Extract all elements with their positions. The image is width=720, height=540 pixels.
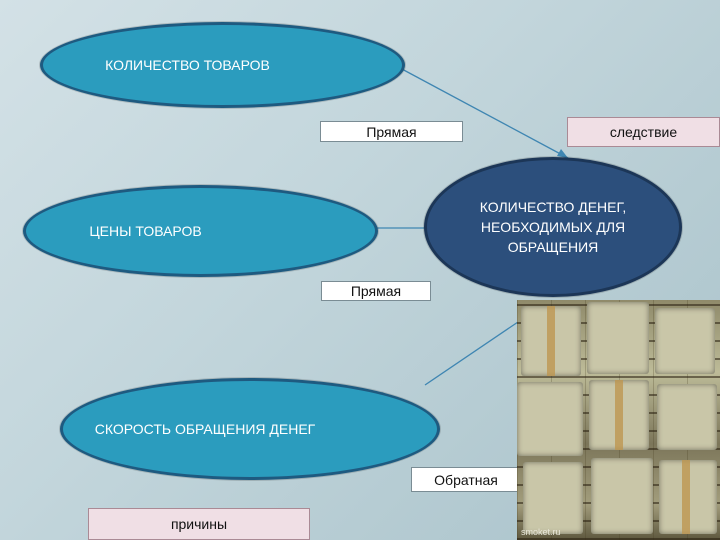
node-money-velocity: СКОРОСТЬ ОБРАЩЕНИЯ ДЕНЕГ [60, 378, 440, 480]
label-inverse: Обратная [411, 467, 521, 492]
node-money-needed: КОЛИЧЕСТВО ДЕНЕГ, НЕОБХОДИМЫХ ДЛЯ ОБРАЩЕ… [424, 157, 682, 297]
label-direct-2: Прямая [321, 281, 431, 301]
node-money-velocity-label: СКОРОСТЬ ОБРАЩЕНИЯ ДЕНЕГ [94, 421, 316, 437]
node-money-needed-label: КОЛИЧЕСТВО ДЕНЕГ, НЕОБХОДИМЫХ ДЛЯ ОБРАЩЕ… [479, 199, 627, 255]
label-causes: причины [88, 508, 310, 540]
connector-velocity-to-money [424, 321, 519, 386]
photo-watermark: smoket.ru [521, 527, 561, 537]
node-goods-quantity: КОЛИЧЕСТВО ТОВАРОВ [40, 22, 405, 108]
label-consequence: следствие [567, 117, 720, 147]
connector-arrowhead [557, 149, 568, 158]
node-goods-prices: ЦЕНЫ ТОВАРОВ [23, 185, 378, 277]
node-goods-prices-label: ЦЕНЫ ТОВАРОВ [89, 223, 202, 239]
money-stacks-photo: smoket.ru [517, 300, 720, 540]
node-goods-quantity-label: КОЛИЧЕСТВО ТОВАРОВ [105, 57, 270, 73]
label-direct-1: Прямая [320, 121, 463, 142]
connector-goods-to-money [399, 67, 569, 159]
